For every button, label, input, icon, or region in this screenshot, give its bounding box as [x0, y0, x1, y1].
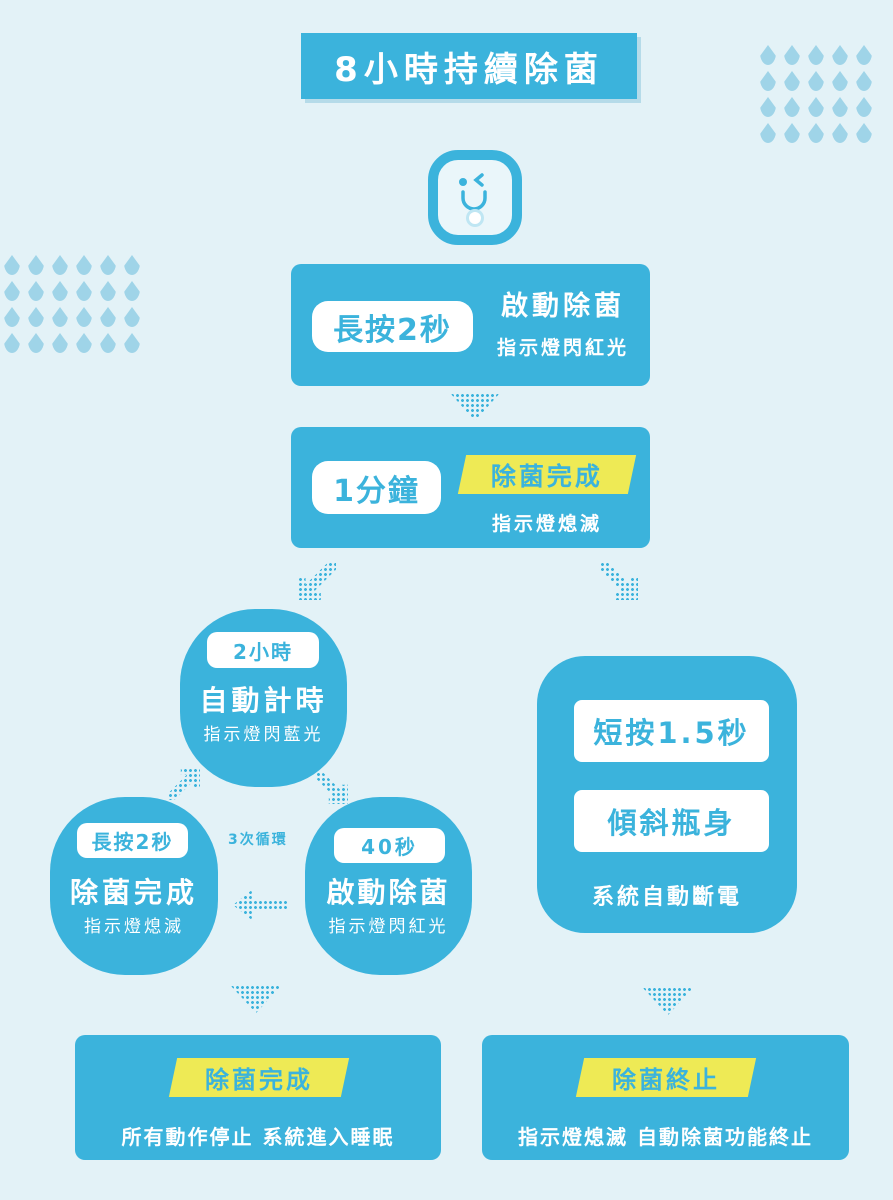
- droplet-icon: [52, 307, 68, 327]
- end-complete-heading: 除菌完成: [205, 1066, 313, 1094]
- arrow-down-right-icon: [316, 772, 348, 804]
- droplet-icon: [28, 307, 44, 327]
- droplet-icon: [124, 333, 140, 353]
- end-terminate-sub: 指示燈熄滅 自動除菌功能終止: [518, 1125, 813, 1149]
- droplet-icon: [52, 255, 68, 275]
- step-start-heading: 啟動除菌: [501, 291, 625, 322]
- droplet-icon: [760, 123, 776, 143]
- droplet-decoration: [4, 255, 140, 353]
- cycle-complete-node: 長按2秒 除菌完成 指示燈熄滅: [50, 797, 218, 975]
- end-complete-badge: 除菌完成: [168, 1058, 350, 1097]
- droplet-icon: [760, 45, 776, 65]
- droplet-icon: [832, 45, 848, 65]
- droplet-icon: [856, 123, 872, 143]
- step-start-box: 長按2秒 啟動除菌 指示燈閃紅光: [291, 264, 650, 386]
- droplet-icon: [808, 97, 824, 117]
- tilt-bottle-option: 傾斜瓶身: [574, 790, 769, 852]
- droplet-icon: [808, 123, 824, 143]
- cycle-timer-heading: 自動計時: [199, 684, 328, 717]
- droplet-icon: [4, 255, 20, 275]
- arrow-down-icon: [642, 987, 694, 1015]
- step-one-minute-pill: 1分鐘: [312, 461, 441, 514]
- droplet-icon: [52, 281, 68, 301]
- step-one-minute-sub: 指示燈熄滅: [491, 513, 602, 535]
- droplet-icon: [100, 281, 116, 301]
- end-complete-sub: 所有動作停止 系統進入睡眠: [121, 1125, 395, 1149]
- droplet-icon: [124, 255, 140, 275]
- droplet-icon: [784, 123, 800, 143]
- step-one-minute-box: 1分鐘 除菌完成 指示燈熄滅: [291, 427, 650, 548]
- droplet-icon: [808, 71, 824, 91]
- arrow-up-right-icon: [168, 768, 200, 800]
- cycle-start-heading: 啟動除菌: [326, 876, 451, 909]
- cycle-start-node: 40秒 啟動除菌 指示燈閃紅光: [305, 797, 472, 975]
- droplet-icon: [856, 45, 872, 65]
- droplet-icon: [4, 333, 20, 353]
- end-terminate-badge: 除菌終止: [575, 1058, 757, 1097]
- droplet-icon: [832, 97, 848, 117]
- arrow-down-icon: [450, 393, 500, 421]
- droplet-icon: [52, 333, 68, 353]
- cycle-complete-sub: 指示燈熄滅: [84, 917, 184, 937]
- droplet-icon: [856, 71, 872, 91]
- short-press-option: 短按1.5秒: [574, 700, 769, 762]
- step-start-pill: 長按2秒: [312, 301, 473, 352]
- arrow-down-right-icon: [600, 562, 638, 600]
- droplet-icon: [784, 45, 800, 65]
- droplet-icon: [100, 307, 116, 327]
- cycle-timer-node: 2小時 自動計時 指示燈閃藍光: [180, 609, 347, 787]
- droplet-icon: [28, 255, 44, 275]
- droplet-icon: [100, 333, 116, 353]
- droplet-icon: [124, 307, 140, 327]
- droplet-icon: [856, 97, 872, 117]
- step-start-sub: 指示燈閃紅光: [496, 337, 629, 359]
- droplet-icon: [76, 281, 92, 301]
- droplet-icon: [4, 307, 20, 327]
- droplet-icon: [28, 281, 44, 301]
- cycle-start-sub: 指示燈閃紅光: [328, 917, 449, 937]
- droplet-icon: [28, 333, 44, 353]
- droplet-icon: [760, 97, 776, 117]
- step-one-minute-heading-badge: 除菌完成: [457, 455, 637, 494]
- droplet-icon: [760, 71, 776, 91]
- droplet-icon: [832, 71, 848, 91]
- arrow-left-icon: [233, 890, 287, 920]
- shutdown-node: 短按1.5秒 傾斜瓶身 系統自動斷電: [537, 656, 797, 933]
- cycle-start-pill: 40秒: [334, 828, 445, 863]
- step-one-minute-heading: 除菌完成: [490, 461, 603, 491]
- droplet-icon: [100, 255, 116, 275]
- droplet-decoration: [760, 45, 872, 143]
- cycle-complete-heading: 除菌完成: [69, 876, 198, 909]
- droplet-icon: [76, 255, 92, 275]
- end-complete-box: 除菌完成 所有動作停止 系統進入睡眠: [75, 1035, 441, 1160]
- device-button-icon: [428, 150, 522, 245]
- end-terminate-box: 除菌終止 指示燈熄滅 自動除菌功能終止: [482, 1035, 849, 1160]
- arrow-down-left-icon: [298, 562, 336, 600]
- droplet-icon: [784, 97, 800, 117]
- shutdown-result: 系統自動斷電: [591, 885, 742, 910]
- droplet-icon: [784, 71, 800, 91]
- droplet-icon: [124, 281, 140, 301]
- droplet-icon: [4, 281, 20, 301]
- page-title: 8小時持續除菌: [301, 33, 637, 99]
- cycle-timer-sub: 指示燈閃藍光: [203, 725, 324, 745]
- end-terminate-heading: 除菌終止: [612, 1066, 720, 1094]
- cycle-loop-label: 3次循環: [228, 832, 288, 848]
- cycle-complete-pill: 長按2秒: [77, 823, 188, 858]
- cycle-timer-pill: 2小時: [207, 632, 319, 668]
- droplet-icon: [832, 123, 848, 143]
- arrow-down-icon: [230, 985, 282, 1013]
- droplet-icon: [76, 333, 92, 353]
- droplet-icon: [76, 307, 92, 327]
- droplet-icon: [808, 45, 824, 65]
